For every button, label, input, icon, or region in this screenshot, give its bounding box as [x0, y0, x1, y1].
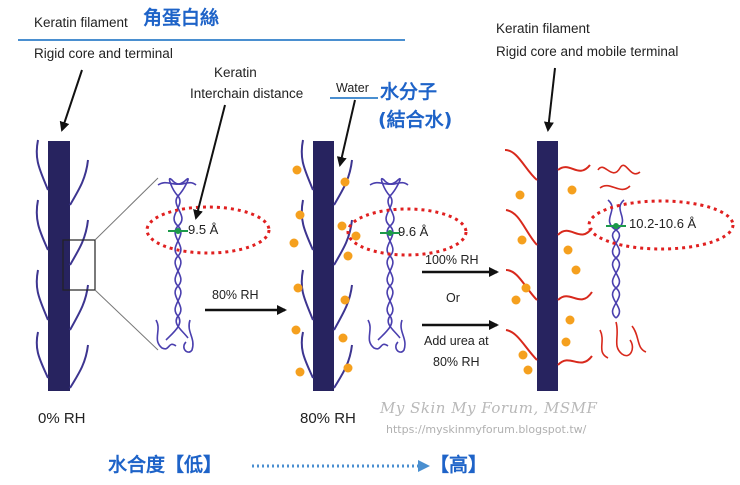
pointer-interchain	[193, 104, 226, 220]
distance-left: 9.5 Å	[188, 222, 219, 237]
interchain-label-2: Interchain distance	[190, 86, 304, 101]
distance-mid: 9.6 Å	[398, 224, 429, 239]
zoom-line-top	[94, 177, 159, 241]
step2-line1: 100% RH	[425, 253, 479, 267]
filament-right	[504, 141, 593, 391]
water-label-cn2: (結合水)	[378, 109, 453, 131]
right-core-label: Rigid core and mobile terminal	[496, 44, 679, 59]
distance-marker-left	[168, 228, 188, 234]
hydration-low: 水合度【低】	[108, 454, 223, 476]
watermark-url: https://myskinmyforum.blogspot.tw/	[386, 423, 587, 436]
rh-left: 0% RH	[38, 410, 86, 427]
interchain-label-1: Keratin	[214, 65, 257, 80]
water-label: Water	[336, 81, 369, 95]
arrow-step1-label: 80% RH	[212, 288, 259, 302]
pointer-water	[336, 99, 356, 167]
hydration-high: 【高】	[430, 454, 488, 476]
distance-right: 10.2-10.6 Å	[629, 216, 697, 231]
pointer-filament-left	[59, 69, 83, 132]
water-label-cn: 水分子	[380, 81, 438, 103]
helix-mid	[367, 177, 409, 353]
highlight-ellipse-right	[587, 199, 735, 251]
water-molecules-mid	[289, 165, 361, 377]
left-filament-label-cn: 角蛋白絲	[143, 7, 220, 29]
distance-marker-mid	[380, 230, 400, 236]
right-filament-label: Keratin filament	[496, 21, 590, 36]
pointer-filament-right	[543, 67, 556, 132]
highlight-ellipse-left	[145, 205, 271, 255]
zoom-box	[62, 239, 96, 291]
water-molecules-right	[511, 185, 581, 375]
rh-mid: 80% RH	[300, 410, 356, 427]
distance-marker-right	[606, 223, 626, 229]
helix-left	[155, 177, 197, 353]
left-filament-label: Keratin filament	[34, 15, 128, 30]
helix-right	[597, 164, 647, 359]
highlight-ellipse-mid	[346, 207, 468, 257]
step2-line3: Add urea at	[424, 334, 489, 348]
left-core-label: Rigid core and terminal	[34, 46, 173, 61]
filament-left	[35, 139, 89, 391]
step2-line4: 80% RH	[433, 355, 480, 369]
step2-line2: Or	[446, 291, 460, 305]
watermark-name: My Skin My Forum, MSMF	[380, 399, 598, 417]
zoom-line-bottom	[94, 289, 159, 351]
